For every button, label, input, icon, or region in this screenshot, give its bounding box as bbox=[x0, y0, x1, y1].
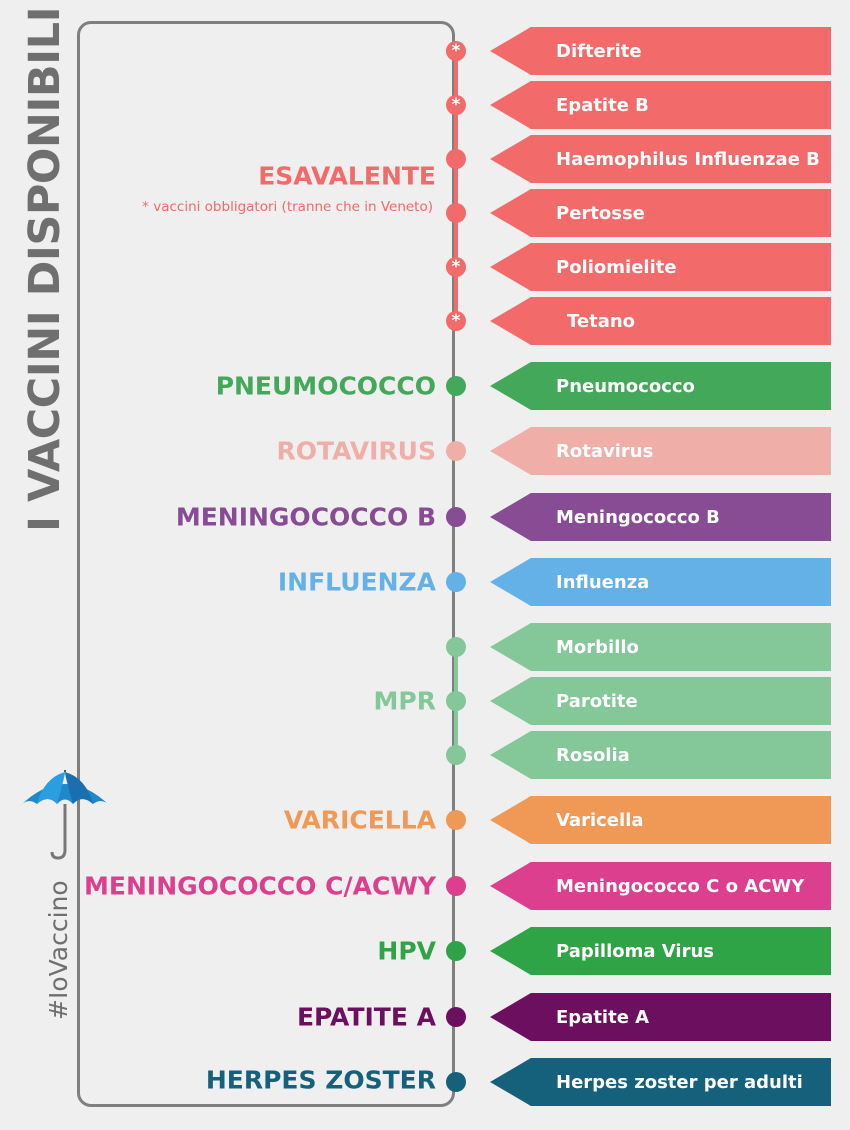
mandatory-marker: * bbox=[446, 257, 466, 277]
umbrella-icon bbox=[20, 770, 110, 860]
vaccine-label: Influenza bbox=[556, 571, 650, 593]
category-label: HERPES ZOSTER bbox=[205, 1065, 436, 1095]
timeline-dot bbox=[446, 637, 466, 657]
vaccine-label: Pneumococco bbox=[556, 375, 695, 397]
category-label: VARICELLA bbox=[283, 805, 436, 835]
vaccine-label: Meningococco C o ACWY bbox=[556, 875, 805, 897]
timeline-dot bbox=[446, 941, 466, 961]
vaccine-arrow: Poliomielite bbox=[490, 243, 831, 291]
vaccine-arrow: Influenza bbox=[490, 558, 831, 606]
page-title: I VACCINI DISPONIBILI bbox=[20, 6, 70, 532]
vaccine-arrow: Parotite bbox=[490, 677, 831, 725]
timeline-dot bbox=[446, 149, 466, 169]
timeline-dot bbox=[446, 691, 466, 711]
timeline-dot bbox=[446, 876, 466, 896]
category-label: PNEUMOCOCCO bbox=[215, 371, 436, 401]
vaccine-arrow: Varicella bbox=[490, 796, 831, 844]
vaccine-label: Rotavirus bbox=[556, 440, 654, 462]
vaccine-arrow: Rosolia bbox=[490, 731, 831, 779]
timeline-dot bbox=[446, 745, 466, 765]
vaccine-arrow: Morbillo bbox=[490, 623, 831, 671]
timeline-dot bbox=[446, 376, 466, 396]
hashtag-iovaccino: #IoVaccino bbox=[44, 880, 73, 1020]
vaccine-label: Difterite bbox=[556, 40, 642, 62]
vaccine-arrow: Tetano bbox=[490, 297, 831, 345]
vaccine-label: Poliomielite bbox=[556, 256, 677, 278]
timeline-dot bbox=[446, 572, 466, 592]
vaccine-label: Haemophilus Influenzae B bbox=[556, 148, 820, 170]
timeline-dot bbox=[446, 441, 466, 461]
mandatory-marker: * bbox=[446, 311, 466, 331]
mandatory-marker: * bbox=[446, 95, 466, 115]
category-label: HPV bbox=[377, 936, 436, 966]
category-label: MENINGOCOCCO B bbox=[175, 502, 436, 532]
vaccine-label: Parotite bbox=[556, 690, 638, 712]
mandatory-marker: * bbox=[446, 41, 466, 61]
timeline-frame bbox=[77, 21, 455, 1107]
vaccine-arrow: Herpes zoster per adulti bbox=[490, 1058, 831, 1106]
vaccine-label: Epatite B bbox=[556, 94, 649, 116]
vaccine-label: Varicella bbox=[556, 809, 644, 831]
category-label: ESAVALENTE bbox=[258, 161, 436, 191]
timeline-dot bbox=[446, 507, 466, 527]
timeline-dot bbox=[446, 810, 466, 830]
legend-note: * vaccini obbligatori (tranne che in Ven… bbox=[142, 199, 433, 215]
vaccine-arrow: Rotavirus bbox=[490, 427, 831, 475]
vaccine-arrow: Meningococco C o ACWY bbox=[490, 862, 831, 910]
category-label: EPATITE A bbox=[296, 1002, 436, 1032]
category-label: ROTAVIRUS bbox=[276, 436, 436, 466]
vaccine-arrow: Meningococco B bbox=[490, 493, 831, 541]
timeline-dot bbox=[446, 1007, 466, 1027]
vaccine-arrow: Epatite A bbox=[490, 993, 831, 1041]
vaccine-arrow: Pertosse bbox=[490, 189, 831, 237]
vaccine-label: Herpes zoster per adulti bbox=[556, 1071, 803, 1093]
vaccine-label: Meningococco B bbox=[556, 506, 720, 528]
vaccine-arrow: Haemophilus Influenzae B bbox=[490, 135, 831, 183]
vaccine-label: Epatite A bbox=[556, 1006, 650, 1028]
vaccine-arrow: Epatite B bbox=[490, 81, 831, 129]
group-connector-line bbox=[454, 51, 458, 321]
vaccine-arrow: Papilloma Virus bbox=[490, 927, 831, 975]
timeline-dot bbox=[446, 203, 466, 223]
vaccine-arrow: Pneumococco bbox=[490, 362, 831, 410]
category-label: MPR bbox=[373, 686, 436, 716]
category-label: MENINGOCOCCO C/ACWY bbox=[84, 871, 436, 901]
timeline-dot bbox=[446, 1072, 466, 1092]
vaccine-label: Tetano bbox=[567, 310, 636, 332]
vaccine-label: Pertosse bbox=[556, 202, 645, 224]
vaccine-label: Papilloma Virus bbox=[556, 940, 714, 962]
vaccine-arrow: Difterite bbox=[490, 27, 831, 75]
category-label: INFLUENZA bbox=[277, 567, 436, 597]
vaccine-label: Morbillo bbox=[556, 636, 639, 658]
vaccine-label: Rosolia bbox=[556, 744, 630, 766]
